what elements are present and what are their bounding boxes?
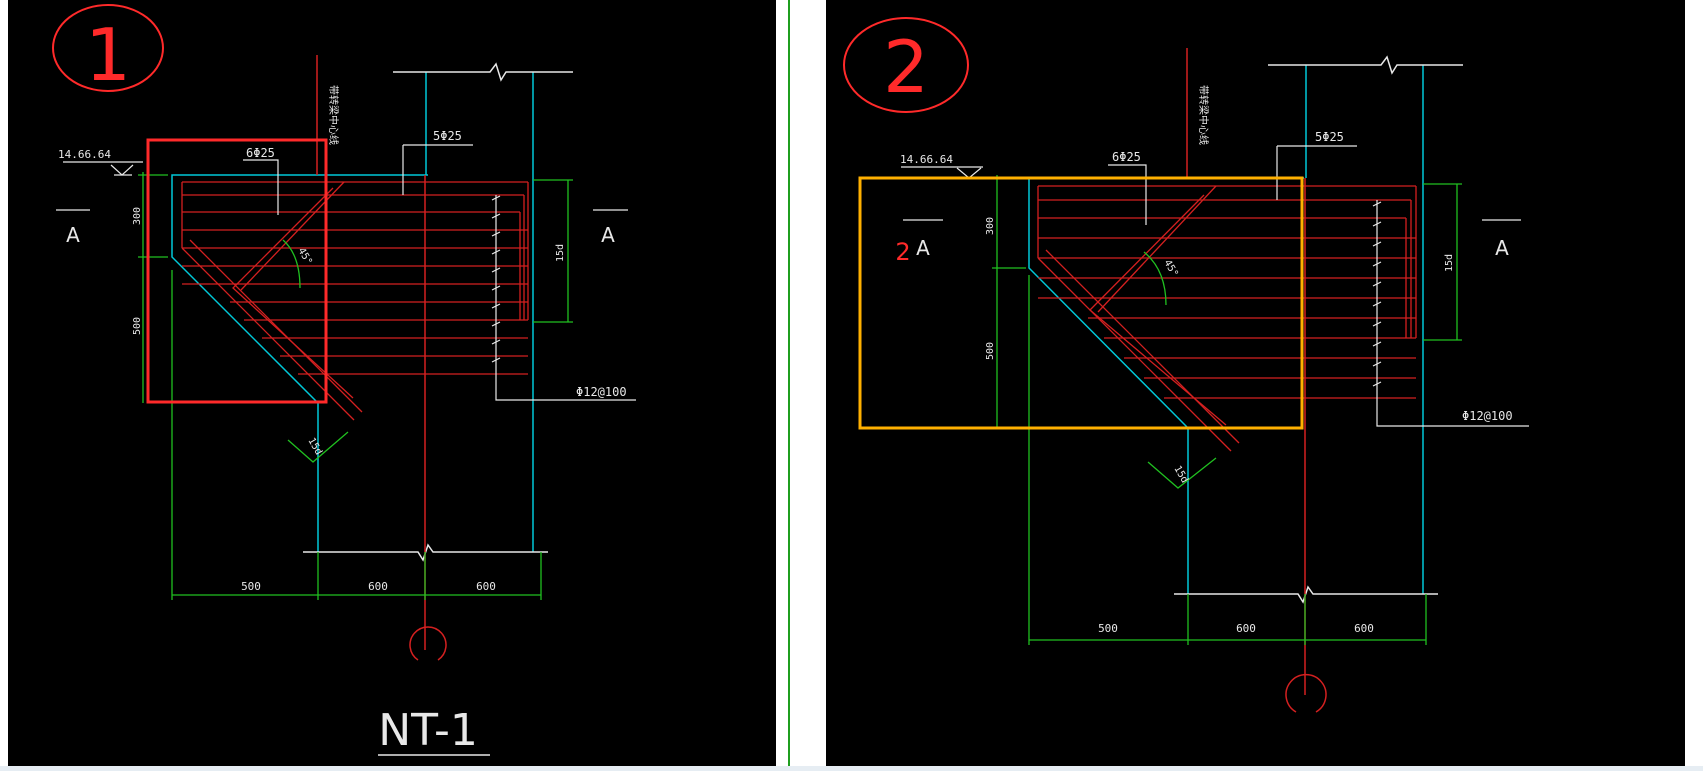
dim-bottom-2-1: 600 [368,580,388,593]
concrete-outline-2 [1028,65,1424,594]
rebar-lines-1 [181,181,529,421]
panel-divider [788,0,790,766]
leader-lines-1 [63,144,473,215]
drawing-canvas-2: 2 [843,17,1529,713]
rebar-label-top-right-1: 5Φ25 [433,129,462,143]
section-label-left-2: A [916,236,930,260]
elevation-label-1: 14.66.64 [58,148,111,161]
window-bottom-strip [0,766,1703,771]
rebar-label-top-left-2: 6Φ25 [1112,150,1141,164]
section-label-right-2: A [1495,236,1509,260]
stirrup-ticks-2 [1372,200,1529,427]
break-line-top-1 [393,62,573,82]
dim-15d-2: 15d [1444,254,1455,272]
axis-bubble-2 [1285,674,1327,713]
rebar-lines-2 [1037,185,1417,452]
dim-500-vertical-2: 500 [985,342,996,360]
axis-bubble-1 [409,626,447,661]
elevation-label-2: 14.66.64 [900,153,953,166]
highlight-box-red [146,138,328,404]
dim-bottom-3-1: 600 [476,580,496,593]
dim-500-vertical-1: 500 [132,317,143,335]
rebar-label-top-left-1: 6Φ25 [246,146,275,160]
drawing-panel-1: 1 [8,0,776,766]
dimension-lines-2 [992,175,1462,645]
angle-label-1: 45° [295,246,314,267]
annotation-number-2: 2 [895,238,910,266]
drawing-title-1: NT-1 [378,705,478,756]
section-label-left-1: A [66,223,80,247]
rebar-label-top-right-2: 5Φ25 [1315,130,1344,144]
stirrup-label-2: Φ12@100 [1462,409,1513,423]
break-line-bottom-2 [1174,585,1438,604]
dim-15d-diag-1: 15d [305,436,324,457]
dim-bottom-3-2: 600 [1354,622,1374,635]
dim-300-2: 300 [985,217,996,235]
dimension-lines-1 [138,172,573,600]
dim-bottom-1-2: 500 [1098,622,1118,635]
angle-label-2: 45° [1161,258,1180,279]
concrete-outline-1 [171,72,534,552]
circled-number-1: 1 [85,13,131,97]
vertical-note-2: 带转梁中心线 [1197,85,1210,145]
stirrup-label-1: Φ12@100 [576,385,627,399]
drawing-canvas-1: 1 [52,4,636,756]
section-label-right-1: A [601,223,615,247]
hand-circle-2 [843,17,969,113]
hand-circle-1 [52,4,164,92]
dim-bottom-1-1: 500 [241,580,261,593]
circled-number-2: 2 [883,25,929,109]
break-line-top-2 [1268,55,1463,75]
vertical-note-1: 带转梁中心线 [327,85,340,145]
dim-15d-diag-2: 15d [1171,464,1190,485]
dim-15d-1: 15d [555,244,566,262]
drawing-panel-2: 2 [826,0,1685,766]
dim-300-1: 300 [132,207,143,225]
dim-bottom-2-2: 600 [1236,622,1256,635]
stirrup-ticks-1 [491,195,636,401]
highlight-box-yellow [858,176,1304,430]
